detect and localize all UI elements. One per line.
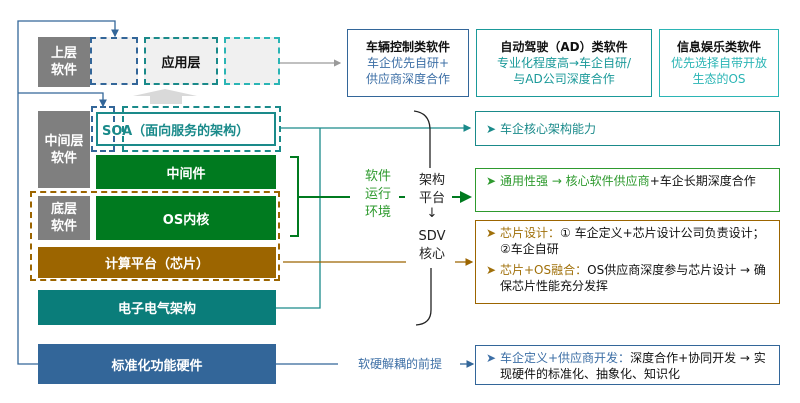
- bullet-icon: ➤: [486, 226, 497, 240]
- soa-dashed-teal: [122, 106, 281, 152]
- black-bracket-bottom: [415, 268, 432, 326]
- soa-box: SOA（面向服务的架构）: [96, 112, 276, 146]
- up-arrow-icon: [133, 89, 197, 96]
- black-bracket-top: [413, 110, 431, 168]
- top-box-vehicle-control: 车辆控制类软件 车企优先自研+ 供应商深度合作: [347, 29, 469, 97]
- green-brace: [290, 156, 350, 237]
- top-box-title: 自动驾驶（AD）类软件: [500, 40, 628, 54]
- app-slot-1: [90, 37, 138, 85]
- bullet-icon: ➤: [486, 351, 497, 365]
- hardware-strategy-box: ➤车企定义+供应商开发：深度合作+协同开发 → 实现硬件的标准化、抽象化、知识化: [475, 345, 780, 385]
- hardware-rest: 深度合作+协同开发 → 实现硬件的标准化、抽象化、知识化: [500, 351, 766, 381]
- loop-line-top: [17, 20, 119, 365]
- top-box-title: 车辆控制类软件: [365, 40, 450, 54]
- top-box-autonomous-driving: 自动驾驶（AD）类软件 专业化程度高→车企自研/ 与AD公司深度合作: [476, 29, 652, 97]
- bottom-dashed-frame: [30, 191, 280, 281]
- middleware-supplier-box: ➤通用性强 → 核心软件供应商+车企长期深度合作: [475, 168, 780, 212]
- compute-platform-bar: 计算平台（芯片）: [38, 247, 276, 278]
- runtime-env-label: 软件 运行 环境: [364, 169, 391, 220]
- bullet-icon: ➤: [486, 263, 497, 277]
- chip-item-rest: ① 车企定义+芯片设计公司负责设计；②车企自研: [500, 226, 765, 256]
- bullet-icon: ➤: [486, 174, 497, 188]
- middle-software-label: 中间层 软件: [38, 111, 90, 188]
- soa-capability-text: 车企核心架构能力: [500, 121, 597, 136]
- top-box-body: 专业化程度高→车企自研/ 与AD公司深度合作: [496, 56, 632, 86]
- os-kernel-bar: OS内核: [96, 196, 276, 240]
- bullet-icon: ➤: [486, 121, 497, 136]
- chip-item: ➤芯片设计：① 车企定义+芯片设计公司负责设计；②车企自研: [486, 225, 771, 257]
- soa-capability-box: ➤ 车企核心架构能力: [475, 111, 780, 146]
- chip-item: ➤芯片+OS融合：OS供应商深度参与芯片设计 → 确保芯片性能充分发挥: [486, 262, 771, 294]
- up-arrow-stem: [150, 96, 182, 104]
- middleware-highlight: 通用性强 → 核心软件供应商: [500, 174, 650, 188]
- decoupling-label: 软硬解耦的前提: [357, 357, 442, 371]
- std-hardware-bar: 标准化功能硬件: [38, 344, 276, 384]
- arch-platform-label: 架构 平台: [418, 173, 445, 206]
- hardware-highlight: 车企定义+供应商开发：: [500, 351, 631, 365]
- soa-dashed-blue: [91, 106, 115, 152]
- chip-strategy-box: ➤芯片设计：① 车企定义+芯片设计公司负责设计；②车企自研 ➤芯片+OS融合：O…: [475, 220, 780, 304]
- down-arrow-icon: ↓: [426, 206, 438, 221]
- middleware-bar: 中间件: [96, 155, 276, 189]
- chip-item-rest: OS供应商深度参与芯片设计 → 确保芯片性能充分发挥: [500, 263, 766, 293]
- sdv-core-label: SDV 核心: [418, 229, 446, 262]
- bottom-software-label: 底层 软件: [38, 196, 90, 240]
- top-box-title: 信息娱乐类软件: [676, 40, 761, 54]
- app-layer-box: 应用层: [144, 37, 218, 85]
- ee-line: [275, 128, 321, 309]
- chip-item-highlight: 芯片+OS融合：: [500, 263, 588, 277]
- upper-software-label: 上层 软件: [38, 37, 90, 87]
- chip-item-highlight: 芯片设计：: [500, 226, 561, 240]
- app-slot-3: [224, 37, 280, 85]
- middleware-rest: +车企长期深度合作: [649, 174, 756, 188]
- top-box-body: 优先选择自带开放 生态的OS: [670, 56, 767, 86]
- top-box-body: 车企优先自研+ 供应商深度合作: [365, 56, 450, 86]
- loop-line-soa: [18, 92, 107, 108]
- ee-architecture-bar: 电子电气架构: [38, 290, 276, 325]
- top-box-infotainment: 信息娱乐类软件 优先选择自带开放 生态的OS: [659, 29, 779, 97]
